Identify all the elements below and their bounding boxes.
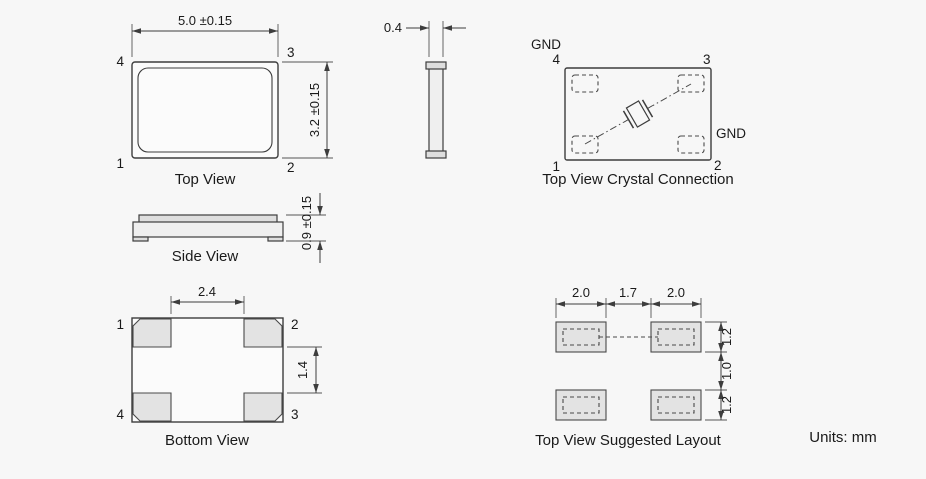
top-view-caption: Top View [175,171,236,188]
bottom-view-pin-tr: 2 [291,317,299,332]
gnd-label-right: GND [716,126,746,141]
pad-dashed-tl [571,74,599,93]
gnd-label-top: GND [531,37,561,52]
layout-dim-top-left: 2.0 [572,285,590,300]
bottom-view-pin-bl: 4 [116,407,124,422]
top-view-pin-bl: 1 [116,156,124,171]
top-view-dim-height: 3.2 ±0.15 [307,83,322,137]
units-label: Units: mm [809,429,877,446]
end-view-top-pad [425,61,447,70]
top-view-dim-width: 5.0 ±0.15 [178,13,232,28]
land-pad-tr [650,321,702,353]
crystal-symbol [616,94,660,134]
crystal-connection-view: GND GND 4 3 1 2 Top View Crystal Connect… [531,37,746,188]
layout-dim-right-top: 1.2 [719,328,734,346]
bottom-view-caption: Bottom View [165,432,249,449]
crystal-connection-pin-tr: 3 [703,52,711,67]
pad-dashed-bl [571,135,599,154]
suggested-layout-view: 2.0 1.7 2.0 1.2 1.0 1.2 Top View Suggest… [535,285,734,449]
layout-dim-top-mid: 1.7 [619,285,637,300]
top-view: 5.0 ±0.15 4 3 1 2 3.2 ±0.15 Top View [116,13,333,188]
bottom-view-pin-tl: 1 [116,317,124,332]
pad-footprint-dashed-br [657,396,695,414]
crystal-lead [647,105,653,109]
side-view-dim-height: 0.9 ±0.15 [299,196,314,250]
pad-br [243,392,283,422]
land-pad-br [650,389,702,421]
bottom-view-dim-width: 2.4 [198,284,216,299]
crystal-connection-pin-br: 2 [714,158,722,173]
pad-dashed-br [677,135,705,154]
crystal-lead [623,119,629,123]
package-lid-outline [137,67,273,153]
top-view-pin-tr: 3 [287,45,295,60]
suggested-layout-caption: Top View Suggested Layout [535,432,722,449]
end-view-dim-width: 0.4 [384,20,402,35]
side-view: 0.9 ±0.15 Side View [132,193,326,265]
bottom-view-pin-br: 3 [291,407,299,422]
pad-footprint-dashed-tr [657,328,695,346]
top-view-pin-br: 2 [287,160,295,175]
pad-bl [132,392,172,422]
pad-tr [243,318,283,348]
pad-footprint-dashed-bl [562,396,600,414]
bottom-view-dim-height: 1.4 [295,361,310,379]
crystal-element [625,100,651,128]
side-view-left-pad [132,236,149,242]
end-view: 0.4 [384,20,466,159]
layout-dim-right-mid: 1.0 [719,362,734,380]
crystal-connection-pin-bl: 1 [552,159,560,174]
top-view-pin-tl: 4 [116,54,124,69]
pad-tl [132,318,172,348]
crystal-connection-pin-tl: 4 [552,52,560,67]
package-outline [131,61,279,159]
layout-dim-right-bottom: 1.2 [719,396,734,414]
layout-dim-top-right: 2.0 [667,285,685,300]
land-pad-tl [555,321,607,353]
crystal-connection-caption: Top View Crystal Connection [542,171,733,188]
land-pad-bl [555,389,607,421]
side-view-right-pad [267,236,284,242]
bottom-view: 1 2 4 3 2.4 1.4 Bottom View [116,284,322,449]
end-view-bottom-pad [425,150,447,159]
pad-dashed-tr [677,74,705,93]
package-outline [564,67,712,161]
side-view-body [132,221,284,238]
end-view-body [428,63,444,157]
side-view-caption: Side View [172,248,239,265]
